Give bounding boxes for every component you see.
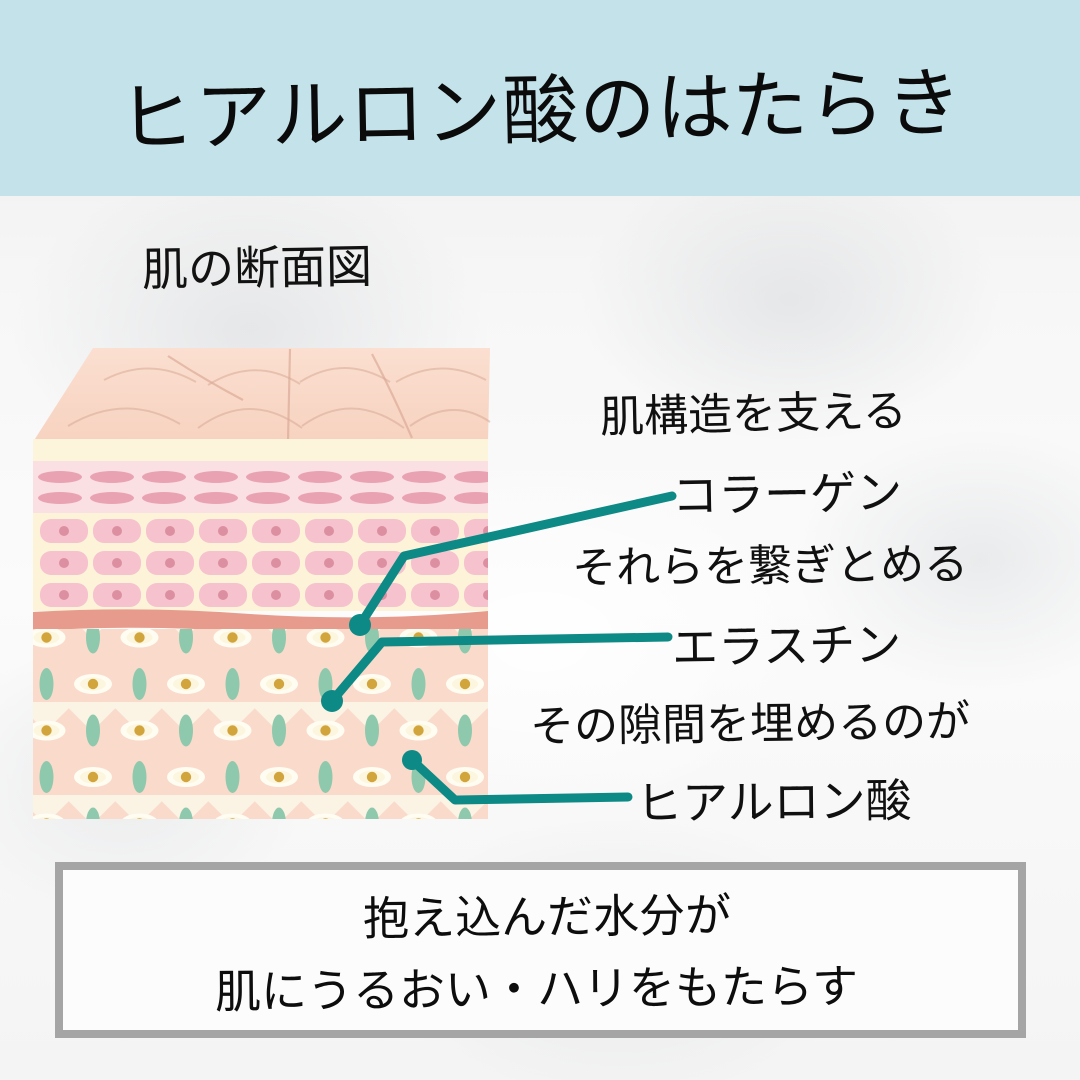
skin-surface-top bbox=[33, 348, 491, 443]
summary-line-1: 抱え込んだ水分が bbox=[362, 888, 731, 946]
summary-line-2: 肌にうるおい・ハリをもたらす bbox=[214, 959, 859, 1019]
diagram-subtitle: 肌の断面図 bbox=[141, 239, 373, 297]
summary-box: 抱え込んだ水分が 肌にうるおい・ハリをもたらす bbox=[55, 862, 1026, 1038]
epidermis-granular-cells bbox=[40, 519, 488, 607]
annotation-hyaluronic-term: ヒアルロン酸 bbox=[635, 773, 912, 831]
annotation-collagen-description: 肌構造を支える bbox=[599, 385, 908, 444]
layer-dermis bbox=[33, 629, 488, 819]
page-title: ヒアルロン酸のはたらき bbox=[116, 57, 964, 164]
annotation-elastin-description: それらを繋ぎとめる bbox=[571, 538, 969, 595]
skin-cross-section-illustration bbox=[0, 330, 520, 830]
annotation-hyaluronic-description: その隙間を埋めるのが bbox=[529, 696, 971, 753]
annotation-elastin-term: エラスチン bbox=[671, 617, 902, 675]
annotation-collagen-term: コラーゲン bbox=[671, 464, 903, 524]
layer-stratum-corneum bbox=[33, 439, 488, 461]
header-band: ヒアルロン酸のはたらき bbox=[0, 0, 1080, 196]
layer-epidermis-upper bbox=[33, 461, 488, 513]
epidermis-lens-cells bbox=[38, 471, 488, 504]
